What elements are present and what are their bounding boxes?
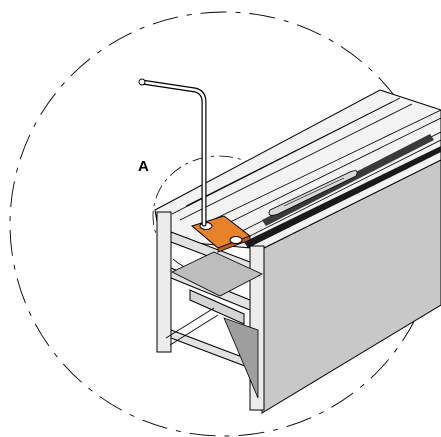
lower-wedge: [223, 317, 259, 399]
glazing-band: [244, 146, 441, 248]
allen-key-icon: [138, 78, 207, 227]
inner-shelf: [171, 251, 263, 297]
detail-a-label: A: [138, 158, 149, 175]
